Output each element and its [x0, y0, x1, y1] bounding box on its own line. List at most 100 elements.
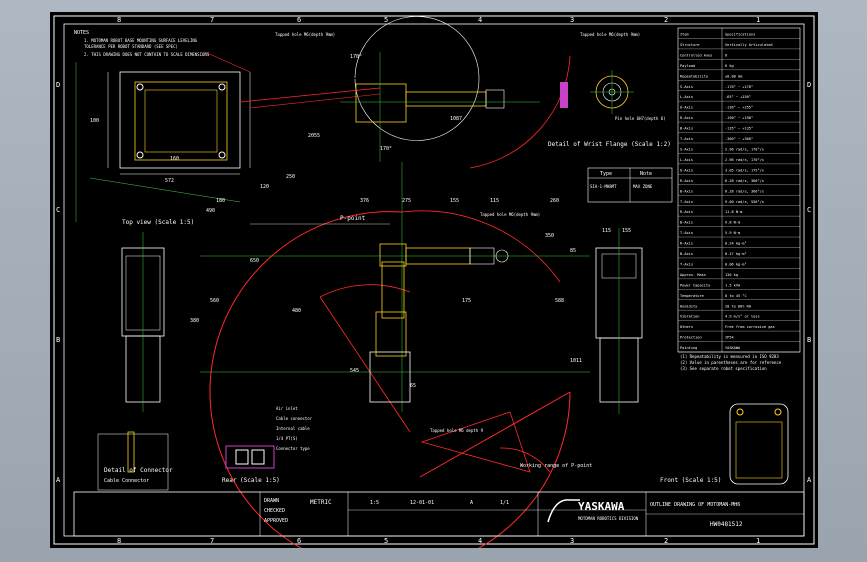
spec-item: Painting [680, 346, 697, 350]
row-label: C [56, 206, 60, 214]
dimension-label: 1087 [450, 116, 462, 122]
callout-text: Tapped hole M6(depth 9mm) [275, 32, 335, 37]
spec-value: -170° ~ +170° [725, 85, 753, 89]
title-block: DRAWN CHECKED APPROVED METRIC 1:5 12-01-… [73, 491, 805, 537]
spec-value: 0.06 kg·m² [725, 262, 747, 266]
callout-text: Tapped hole M6 depth 9 [430, 428, 484, 433]
spec-value: -190° ~ +190° [725, 116, 753, 120]
dimension-label: 170° [350, 54, 362, 60]
row-label: A [56, 476, 61, 484]
dimension-label: 588 [555, 298, 564, 304]
spec-item: Humidity [680, 304, 698, 308]
row-labels: D C B A D C B A [56, 81, 812, 484]
col-label: 1 [756, 537, 760, 545]
dimension-label: 100 [90, 118, 99, 124]
company-sub: MOTOMAN ROBOTICS DIVISION [578, 516, 639, 521]
spec-value: 0.17 kg·m² [725, 252, 747, 256]
spec-item: U-Axis [680, 106, 693, 110]
working-range [204, 16, 571, 548]
robot-outline-drawing: 8 7 6 5 4 3 2 1 8 7 6 5 4 3 2 1 D C B A … [53, 15, 815, 548]
notes-line: TOLERANCE PER ROBOT STANDARD (SEE SPEC) [84, 44, 178, 49]
spec-value: 2.96 rad/s, 170°/s [725, 147, 764, 151]
view-label: Detail of Connector [104, 467, 173, 474]
arm-top-view: 170° 170° 2055 1087 Tapped hole M6(depth… [275, 32, 640, 162]
col-label: 6 [297, 16, 301, 24]
title-approved: APPROVED [264, 518, 288, 524]
dimension-label: 155 [622, 228, 631, 234]
dimension-label: 480 [292, 308, 301, 314]
spec-item: Vibration [680, 315, 699, 319]
spec-item: L-Axis [680, 158, 693, 162]
spec-item: Payload [680, 64, 695, 68]
spec-item: B-Axis [680, 127, 693, 131]
inner-border [63, 23, 805, 537]
column-labels: 8 7 6 5 4 3 2 1 8 7 6 5 4 3 2 1 [117, 16, 760, 545]
dimension-label: 115 [490, 198, 499, 204]
dimension-label: 350 [545, 233, 554, 239]
dimension-label: 115 [602, 228, 611, 234]
view-label: Front (Scale 1:5) [660, 477, 721, 484]
title-drawn: DRAWN [264, 498, 279, 504]
col-label: 2 [664, 16, 668, 24]
title-sheet: 1/1 [500, 500, 509, 506]
dimension-label: 170° [380, 146, 392, 152]
spec-value: -135° ~ +135° [725, 127, 753, 131]
spec-value: Free from corrosive gas [725, 325, 775, 329]
spec-value: ±0.08 mm [725, 74, 742, 78]
base-bottom-detail: Front (Scale 1:5) [660, 403, 789, 485]
dimension-label: 2055 [308, 133, 320, 139]
spec-footnote: (1) Repeatability is measured in ISO 928… [680, 354, 779, 359]
dimension-label: 180 [216, 198, 225, 204]
spec-value: 0.24 kg·m² [725, 242, 747, 246]
callout-text: 1/4 PT(S) [276, 436, 298, 441]
col-label: 4 [478, 537, 482, 545]
drawing-description: OUTLINE DRAWING OF MOTOMAN-MH6 [650, 502, 740, 508]
spec-value: 2.96 rad/s, 170°/s [725, 158, 764, 162]
callout-text: Connector type [276, 446, 310, 451]
dimension-label: 1011 [570, 358, 582, 364]
p-point-label: P-point [340, 215, 366, 222]
spec-value: 1.5 kVA [725, 283, 741, 287]
spec-value: 9.60 rad/s, 550°/s [725, 200, 764, 204]
notes-block: NOTES 1. MOTOMAN ROBOT BASE MOUNTING SUR… [74, 30, 210, 57]
spec-value: 6 [725, 53, 727, 57]
top-view: 572 160 100 Top view (Scale 1:5) [75, 62, 251, 226]
spec-value: YASKAWA [725, 346, 741, 350]
callout-text: Air inlet [276, 406, 298, 411]
dimension-label: 155 [450, 198, 459, 204]
row-label: C [807, 206, 811, 214]
front-view [121, 232, 165, 412]
spec-value: 3.05 rad/s, 175°/s [725, 168, 764, 172]
callout-text: Internal cable [276, 426, 310, 431]
spec-item: R-Axis [680, 242, 693, 246]
spec-item: T-Axis [680, 262, 693, 266]
dimension-label: 260 [550, 198, 559, 204]
col-label: 4 [478, 16, 482, 24]
spec-item: T-Axis [680, 200, 693, 204]
callout-text: Cable connector [276, 416, 313, 421]
spec-value: -65° ~ +150° [725, 95, 751, 99]
rear-view: 115 155 [595, 228, 643, 414]
dimension-label: 85 [570, 248, 576, 254]
outer-border [53, 15, 815, 545]
spec-item: Approx. Mass [680, 273, 706, 277]
table-header: Type [600, 171, 612, 177]
drawing-number: HW0481512 [710, 521, 743, 528]
spec-value: 9.8 N·m [725, 221, 740, 225]
dimension-label: 175 [462, 298, 471, 304]
table-cell: SIA-1-MH8MT [590, 184, 617, 189]
spec-value: 6 kg [725, 64, 734, 68]
spec-value: 130 kg [725, 273, 738, 277]
spec-value: IP54 [725, 336, 734, 340]
spec-item: L-Axis [680, 95, 693, 99]
row-label: D [807, 81, 811, 89]
spec-value: 20 to 80% RH [725, 304, 751, 308]
title-date: 12-01-01 [410, 500, 434, 506]
view-label: Cable Connector [104, 478, 149, 484]
row-label: D [56, 81, 60, 89]
wrist-flange-detail: Detail of Wrist Flange (Scale 1:2) Pin h… [548, 70, 671, 148]
dimension-label: 160 [170, 156, 179, 162]
